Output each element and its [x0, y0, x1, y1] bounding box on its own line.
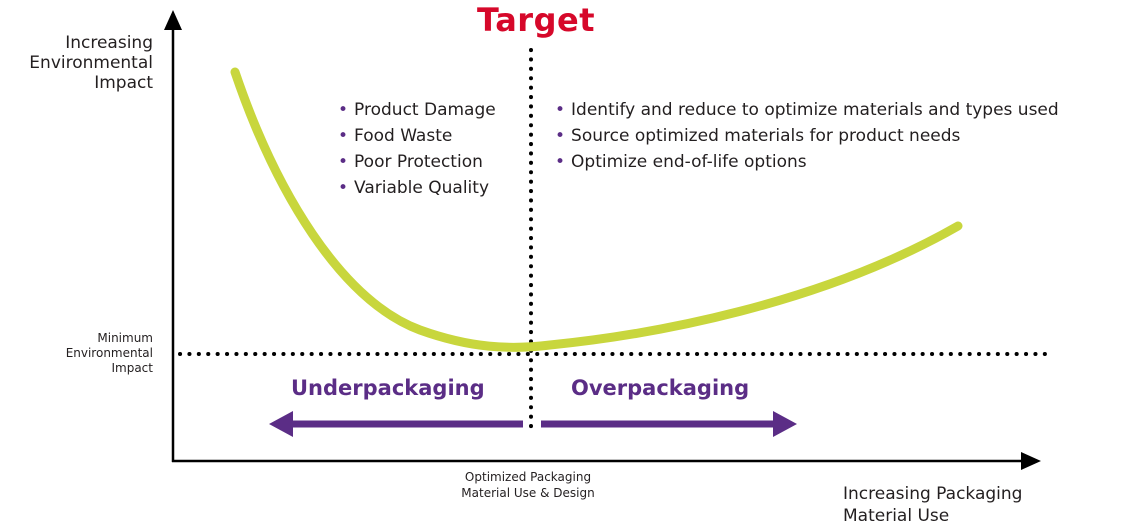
x-axis-arrowhead — [1021, 452, 1041, 470]
y-axis-label: Increasing Environmental Impact — [0, 33, 153, 93]
list-item: Source optimized materials for product n… — [555, 123, 1059, 149]
y-axis-arrowhead — [164, 10, 182, 30]
impact-curve — [230, 67, 963, 352]
optimized-packaging-label-line: Material Use & Design — [461, 486, 595, 500]
optimized-packaging-label-line: Optimized Packaging — [464, 470, 592, 484]
list-item: Optimize end-of-life options — [555, 149, 1059, 175]
minimum-impact-label-line: Environmental — [65, 346, 153, 360]
target-title: Target — [477, 1, 595, 39]
underpackaging-arrowhead — [269, 411, 293, 437]
underpackaging-label: Underpackaging — [291, 376, 485, 400]
x-axis-label: Increasing Packaging Material Use — [843, 483, 1083, 527]
list-item: Food Waste — [338, 123, 496, 149]
list-item: Variable Quality — [338, 175, 496, 201]
list-item: Poor Protection — [338, 149, 496, 175]
minimum-impact-label: Minimum Environmental Impact — [23, 331, 153, 376]
y-axis-label-line: Impact — [94, 73, 153, 93]
overpackaging-label: Overpackaging — [571, 376, 750, 400]
minimum-impact-label-line: Impact — [111, 361, 153, 375]
optimization-actions-list: Identify and reduce to optimize material… — [555, 97, 1059, 175]
x-axis-label-line: Material Use — [843, 506, 950, 526]
list-item: Identify and reduce to optimize material… — [555, 97, 1059, 123]
x-axis-label-line: Increasing Packaging — [843, 484, 1023, 504]
y-axis-label-line: Environmental — [29, 53, 153, 73]
minimum-impact-label-line: Minimum — [97, 331, 153, 345]
overpackaging-arrowhead — [773, 411, 797, 437]
underpackaging-issues-list: Product Damage Food Waste Poor Protectio… — [338, 97, 496, 201]
list-item: Product Damage — [338, 97, 496, 123]
optimized-packaging-label: Optimized Packaging Material Use & Desig… — [428, 469, 628, 501]
y-axis-label-line: Increasing — [65, 33, 153, 53]
